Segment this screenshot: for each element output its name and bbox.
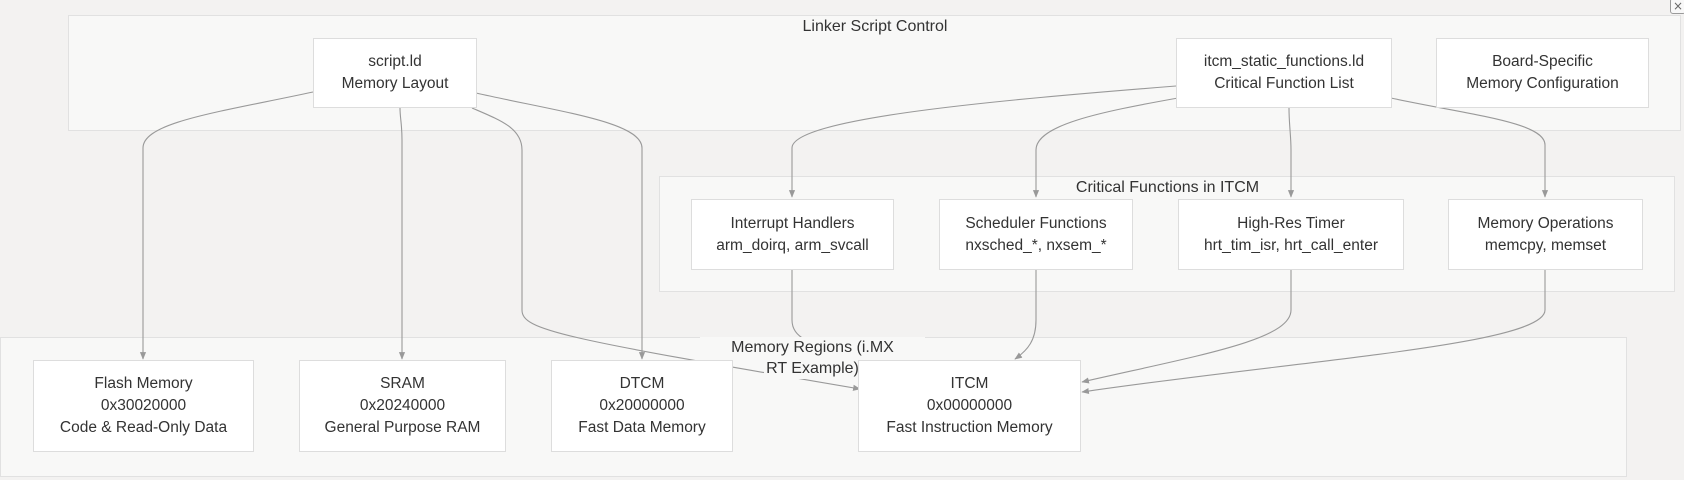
- edge-timer-itcm: [1081, 270, 1292, 384]
- node-sram-desc: General Purpose RAM: [324, 419, 481, 436]
- close-icon[interactable]: ×: [1670, 0, 1684, 14]
- node-scheduler-functions[interactable]: Scheduler Functions nxsched_*, nxsem_*: [939, 199, 1133, 270]
- cluster-title-linker: Linker Script Control: [802, 18, 948, 35]
- edge-script-flash: [139, 91, 314, 360]
- node-itcm[interactable]: ITCM 0x00000000 Fast Instruction Memory: [858, 360, 1081, 452]
- node-itcm-static-functions[interactable]: itcm_static_functions.ld Critical Functi…: [1176, 38, 1392, 108]
- edge-script-itcm: [471, 107, 861, 391]
- node-flash-memory[interactable]: Flash Memory 0x30020000 Code & Read-Only…: [33, 360, 254, 452]
- node-sram-address: 0x20240000: [359, 397, 446, 414]
- cluster-title-memory-line2: RT Example): [764, 358, 861, 379]
- node-interrupt-handlers[interactable]: Interrupt Handlers arm_doirq, arm_svcall: [691, 199, 894, 270]
- node-script-ld[interactable]: script.ld Memory Layout: [313, 38, 477, 108]
- edge-list-memops: [1390, 97, 1549, 198]
- edge-memops-itcm: [1081, 270, 1546, 395]
- node-flash-desc: Code & Read-Only Data: [59, 419, 228, 436]
- node-sram[interactable]: SRAM 0x20240000 General Purpose RAM: [299, 360, 506, 452]
- edge-scheduler-itcm: [1014, 270, 1037, 360]
- node-itcm-list-title: itcm_static_functions.ld: [1203, 53, 1365, 70]
- node-itcm-title: ITCM: [950, 375, 989, 392]
- node-timer-subtitle: hrt_tim_isr, hrt_call_enter: [1203, 236, 1379, 254]
- node-dtcm-desc: Fast Data Memory: [578, 419, 706, 436]
- node-sram-title: SRAM: [380, 375, 425, 392]
- node-itcm-list-subtitle: Critical Function List: [1214, 75, 1354, 92]
- cluster-title-critical: Critical Functions in ITCM: [1075, 179, 1260, 196]
- node-memops-title: Memory Operations: [1477, 214, 1614, 232]
- edge-list-timer: [1287, 107, 1295, 198]
- node-interrupt-title: Interrupt Handlers: [730, 214, 855, 232]
- node-memory-operations[interactable]: Memory Operations memcpy, memset: [1448, 199, 1643, 270]
- node-board-subtitle: Memory Configuration: [1466, 75, 1619, 92]
- node-itcm-desc: Fast Instruction Memory: [886, 419, 1053, 436]
- node-memops-subtitle: memcpy, memset: [1484, 236, 1607, 254]
- node-dtcm-address: 0x20000000: [599, 397, 685, 414]
- edge-list-scheduler: [1032, 97, 1179, 198]
- node-scheduler-subtitle: nxsched_*, nxsem_*: [965, 236, 1107, 254]
- node-interrupt-subtitle: arm_doirq, arm_svcall: [716, 236, 869, 254]
- node-flash-address: 0x30020000: [100, 397, 187, 414]
- node-board-specific[interactable]: Board-Specific Memory Configuration: [1436, 38, 1649, 108]
- edge-script-dtcm: [475, 92, 646, 360]
- node-dtcm-title: DTCM: [619, 375, 665, 392]
- edge-script-sram: [398, 107, 406, 360]
- node-timer-title: High-Res Timer: [1237, 214, 1345, 232]
- node-high-res-timer[interactable]: High-Res Timer hrt_tim_isr, hrt_call_ent…: [1178, 199, 1404, 270]
- node-flash-title: Flash Memory: [94, 375, 193, 392]
- node-itcm-address: 0x00000000: [926, 397, 1013, 414]
- node-script-ld-subtitle: Memory Layout: [341, 75, 449, 92]
- cluster-title-memory-line1: Memory Regions (i.MX: [700, 337, 925, 358]
- node-dtcm[interactable]: DTCM 0x20000000 Fast Data Memory: [551, 360, 733, 452]
- node-script-ld-title: script.ld: [368, 53, 422, 70]
- node-board-title: Board-Specific: [1492, 53, 1593, 70]
- edge-list-interrupt: [788, 85, 1177, 198]
- node-scheduler-title: Scheduler Functions: [965, 214, 1107, 232]
- cluster-title-memory: Memory Regions (i.MX RT Example): [700, 337, 925, 379]
